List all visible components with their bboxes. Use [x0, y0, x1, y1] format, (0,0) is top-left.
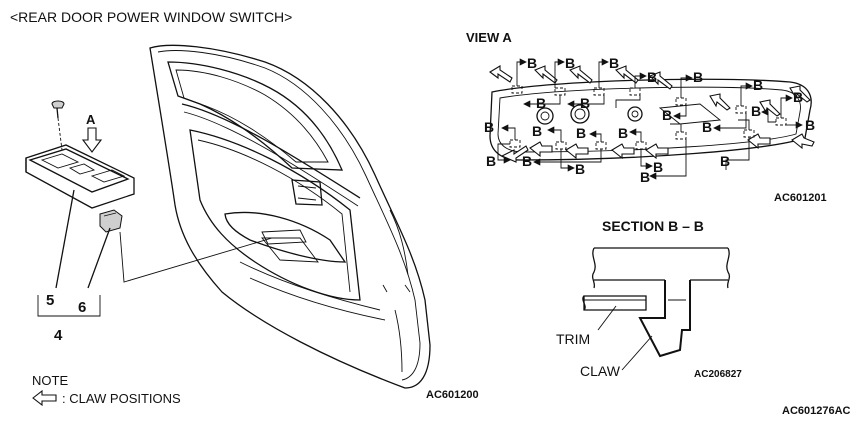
- section-label-b: B: [486, 153, 496, 169]
- claw-arrow-icon: [789, 85, 811, 103]
- section-label-b: B: [575, 161, 585, 177]
- door-figure-code: AC601200: [426, 389, 479, 401]
- part-number-4: 4: [54, 327, 63, 344]
- claw-arrow-icon: [489, 65, 513, 83]
- diagram-title: <REAR DOOR POWER WINDOW SWITCH>: [10, 9, 292, 25]
- claw-arrow-icon: [569, 65, 593, 84]
- note-heading: NOTE: [32, 373, 68, 388]
- rear-door-illustration: [119, 44, 431, 389]
- claw-arrow-icon: [747, 133, 771, 150]
- boss-hole-right: [627, 106, 643, 122]
- section-label-b: B: [576, 125, 586, 141]
- section-label-b: B: [640, 169, 650, 185]
- section-label-b: B: [805, 117, 815, 133]
- section-label-b: B: [693, 69, 703, 85]
- note-legend-text: : CLAW POSITIONS: [62, 391, 181, 406]
- view-direction-arrow-icon: [81, 127, 103, 153]
- section-label-b: B: [647, 69, 657, 85]
- section-label-b: B: [653, 159, 663, 175]
- claw-position-arrow-icon: [32, 389, 57, 407]
- section-bb-heading: SECTION B – B: [602, 218, 704, 234]
- part-number-6: 6: [78, 299, 86, 316]
- claw-arrow-icon: [534, 65, 558, 84]
- section-label-b: B: [618, 125, 628, 141]
- part-number-5: 5: [46, 292, 54, 309]
- section-label-b: B: [536, 95, 546, 111]
- claw-arrow-icon: [709, 93, 731, 111]
- view-arrow-label: A: [86, 112, 96, 127]
- claw-arrow-icon: [565, 143, 589, 160]
- claw-arrow-icon: [529, 141, 553, 158]
- trim-label: TRIM: [556, 331, 590, 347]
- claw-arrow-icon: [645, 143, 669, 160]
- power-window-switch-assembly: A: [25, 100, 135, 233]
- view-a-heading: VIEW A: [466, 30, 512, 45]
- section-label-b: B: [662, 107, 672, 123]
- view-a-figure-code: AC601201: [774, 192, 827, 204]
- view-a-section-lines: [497, 58, 803, 180]
- boss-hole-center: [570, 104, 590, 124]
- screw-icon: [51, 100, 65, 119]
- section-figure-code: AC206827: [694, 369, 742, 380]
- section-label-b: B: [720, 153, 730, 169]
- claw-label: CLAW: [580, 363, 621, 379]
- section-label-b: B: [609, 55, 619, 71]
- section-label-b: B: [580, 95, 590, 111]
- section-label-b: B: [522, 153, 532, 169]
- claw-arrow-icon: [649, 71, 673, 90]
- assembly-bracket: [37, 295, 101, 317]
- view-a-section-labels: B B B B B B B B B B B B B B B B B B B B …: [484, 55, 815, 185]
- view-a-claw-markers: [509, 85, 787, 150]
- claw-arrow-icon: [759, 99, 781, 117]
- section-label-b: B: [793, 89, 803, 105]
- section-label-b: B: [527, 55, 537, 71]
- section-bb-drawing: [582, 247, 731, 358]
- section-label-b: B: [532, 123, 542, 139]
- section-label-b: B: [753, 77, 763, 93]
- section-label-b: B: [484, 119, 494, 135]
- section-label-b: B: [702, 119, 712, 135]
- claw-arrow-icon: [791, 133, 815, 150]
- section-label-b: B: [751, 103, 761, 119]
- claw-arrow-icon: [611, 143, 635, 160]
- boss-hole-left: [536, 107, 554, 125]
- sheet-code: AC601276AC: [782, 405, 851, 417]
- section-label-b: B: [565, 55, 575, 71]
- claw-arrow-icon: [615, 65, 639, 84]
